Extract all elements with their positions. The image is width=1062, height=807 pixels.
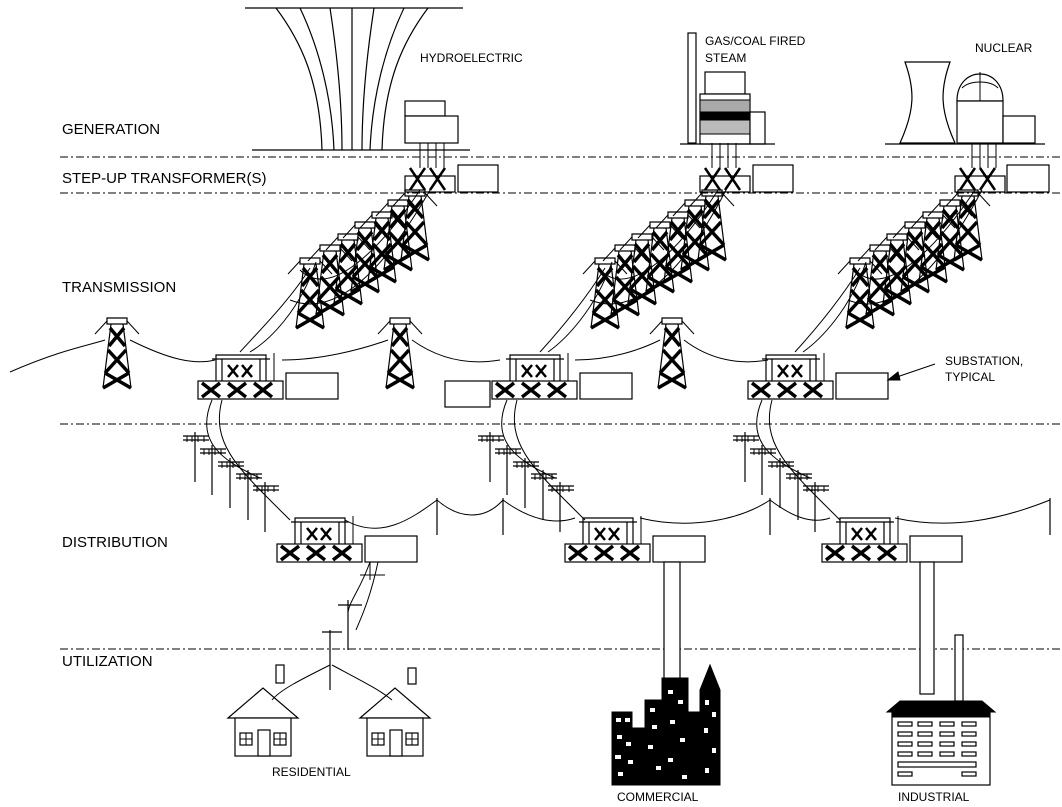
distribution-poles <box>182 431 1051 535</box>
house-icon <box>358 667 432 757</box>
callout-label-substation: SUBSTATION, <box>945 354 1023 368</box>
transmission-lines <box>9 189 983 373</box>
distribution-lines <box>206 399 1051 529</box>
substation-2 <box>444 351 634 408</box>
source-label-gas-coal: GAS/COAL FIRED <box>705 34 806 48</box>
house-icon <box>226 664 300 757</box>
tier-label-generation: GENERATION <box>62 121 160 138</box>
nuclear-plant-icon <box>885 61 1045 145</box>
tier-label-transmission: TRANSMISSION <box>62 279 176 296</box>
tier-label-distribution: DISTRIBUTION <box>62 534 168 551</box>
source-label-hydroelectric: HYDROELECTRIC <box>420 51 523 65</box>
steam-plant-icon <box>680 32 775 145</box>
transmission-towers <box>93 188 992 390</box>
tier-label-utilization: UTILIZATION <box>62 653 153 670</box>
hydroelectric-dam-icon <box>245 7 470 151</box>
load-label-residential: RESIDENTIAL <box>272 765 351 779</box>
source-label-nuclear: NUCLEAR <box>975 41 1033 55</box>
substation-3 <box>746 351 890 401</box>
substation-callout <box>886 363 936 381</box>
tier-separators <box>60 156 1062 650</box>
city-skyline-icon <box>611 663 721 786</box>
step-up-transformers <box>404 143 1050 193</box>
distribution-substation-residential <box>275 514 419 564</box>
tier-label-step-up: STEP-UP TRANSFORMER(S) <box>62 170 266 187</box>
callout-label-typical: TYPICAL <box>945 370 995 384</box>
substation-1 <box>196 351 340 401</box>
factory-icon <box>885 634 997 786</box>
service-drops <box>271 561 935 701</box>
load-label-industrial: INDUSTRIAL <box>898 790 970 804</box>
load-label-commercial: COMMERCIAL <box>617 790 699 804</box>
source-label-steam: STEAM <box>705 51 746 65</box>
